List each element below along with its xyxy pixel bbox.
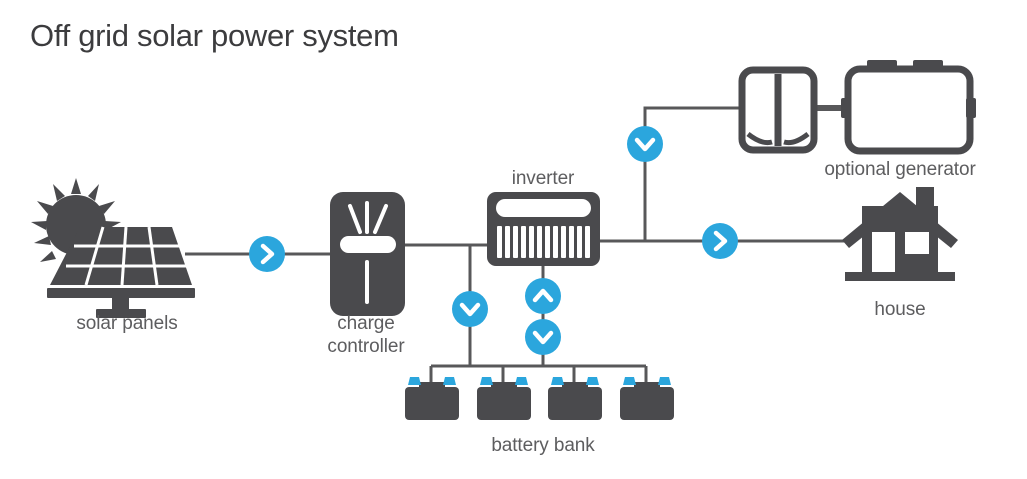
battery-unit — [548, 377, 602, 420]
generator-icon — [738, 60, 976, 155]
label-house: house — [874, 299, 926, 320]
charge-controller-bar — [340, 236, 396, 253]
arrow-up-icon[interactable] — [525, 278, 561, 314]
label-optional-generator: optional generator — [824, 159, 976, 180]
generator-body-icon — [841, 60, 976, 155]
solar-panel-icon — [31, 178, 195, 318]
label-inverter: inverter — [511, 168, 575, 189]
node-solar-panels[interactable] — [31, 178, 196, 320]
battery-unit — [477, 377, 531, 420]
arrow-down-icon[interactable] — [627, 126, 663, 162]
label-solar-panels: solar panels — [76, 313, 178, 334]
battery-terminal — [443, 377, 456, 385]
battery-terminal — [480, 377, 493, 385]
node-battery-bank[interactable] — [405, 377, 674, 422]
generator-motor-icon — [738, 66, 818, 154]
battery-terminal — [658, 377, 671, 385]
charge-controller-rays — [348, 201, 388, 234]
node-charge-controller[interactable] — [330, 192, 405, 316]
battery-unit — [405, 377, 459, 420]
arrow-down-icon[interactable] — [525, 319, 561, 355]
house-window-left — [872, 232, 895, 272]
house-base — [845, 272, 955, 281]
label-charge-controller: charge controller — [327, 313, 405, 357]
label-battery-bank: battery bank — [491, 435, 595, 456]
battery-bank-icon — [405, 377, 674, 420]
battery-terminal — [586, 377, 599, 385]
battery-unit — [620, 377, 674, 420]
house-roof — [842, 192, 958, 248]
arrow-down-icon[interactable] — [452, 291, 488, 327]
charge-controller-icon — [330, 192, 405, 316]
panel-grid-lines — [66, 226, 187, 286]
arrow-right-icon[interactable] — [249, 236, 285, 272]
battery-terminal — [515, 377, 528, 385]
arrow-right-icon[interactable] — [702, 223, 738, 259]
panel-stand-foot — [96, 309, 146, 318]
house-window-right — [905, 232, 929, 254]
inverter-icon — [487, 192, 600, 266]
line-generator-to-bus — [643, 106, 742, 241]
inverter-display — [496, 199, 591, 217]
battery-terminal — [551, 377, 564, 385]
inverter-fins — [497, 226, 590, 258]
battery-terminal — [408, 377, 421, 385]
page-title: Off grid solar power system — [30, 18, 399, 53]
battery-terminal — [623, 377, 636, 385]
node-house[interactable] — [842, 187, 958, 282]
node-inverter[interactable] — [487, 192, 600, 266]
node-optional-generator[interactable] — [740, 58, 976, 153]
panel-base-bar — [47, 288, 195, 298]
house-icon — [842, 187, 958, 281]
